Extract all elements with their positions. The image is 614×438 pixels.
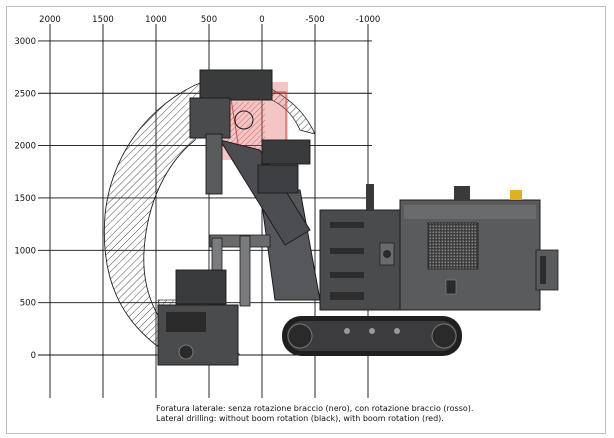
y-tick-label: 500 <box>20 299 36 309</box>
x-tick-label: -500 <box>305 15 324 25</box>
crawler-tracks <box>282 316 462 356</box>
x-tick-label: 2000 <box>39 15 61 25</box>
y-tick-label: 1500 <box>14 194 36 204</box>
y-tick-label: 1000 <box>14 246 36 256</box>
y-axis-ticks: 3000 2500 2000 1500 1000 500 0 <box>14 37 36 361</box>
y-tick-label: 3000 <box>14 37 36 47</box>
caption-italian: Foratura laterale: senza rotazione bracc… <box>156 404 474 413</box>
y-tick-label: 2000 <box>14 142 36 152</box>
x-tick-label: -1000 <box>356 15 381 25</box>
x-axis-ticks: 2000 1500 1000 500 0 -500 -1000 <box>39 15 380 25</box>
figure-caption: Foratura laterale: senza rotazione bracc… <box>156 404 473 424</box>
x-tick-label: 0 <box>259 15 264 25</box>
figure-frame <box>6 6 606 434</box>
x-tick-label: 1500 <box>92 15 114 25</box>
x-tick-label: 500 <box>201 15 217 25</box>
x-tick-label: 1000 <box>145 15 167 25</box>
y-tick-label: 0 <box>31 351 36 361</box>
caption-english: Lateral drilling: without boom rotation … <box>156 414 444 423</box>
y-tick-label: 2500 <box>14 89 36 99</box>
boom-assembly <box>157 69 321 366</box>
machine-body <box>319 184 559 311</box>
